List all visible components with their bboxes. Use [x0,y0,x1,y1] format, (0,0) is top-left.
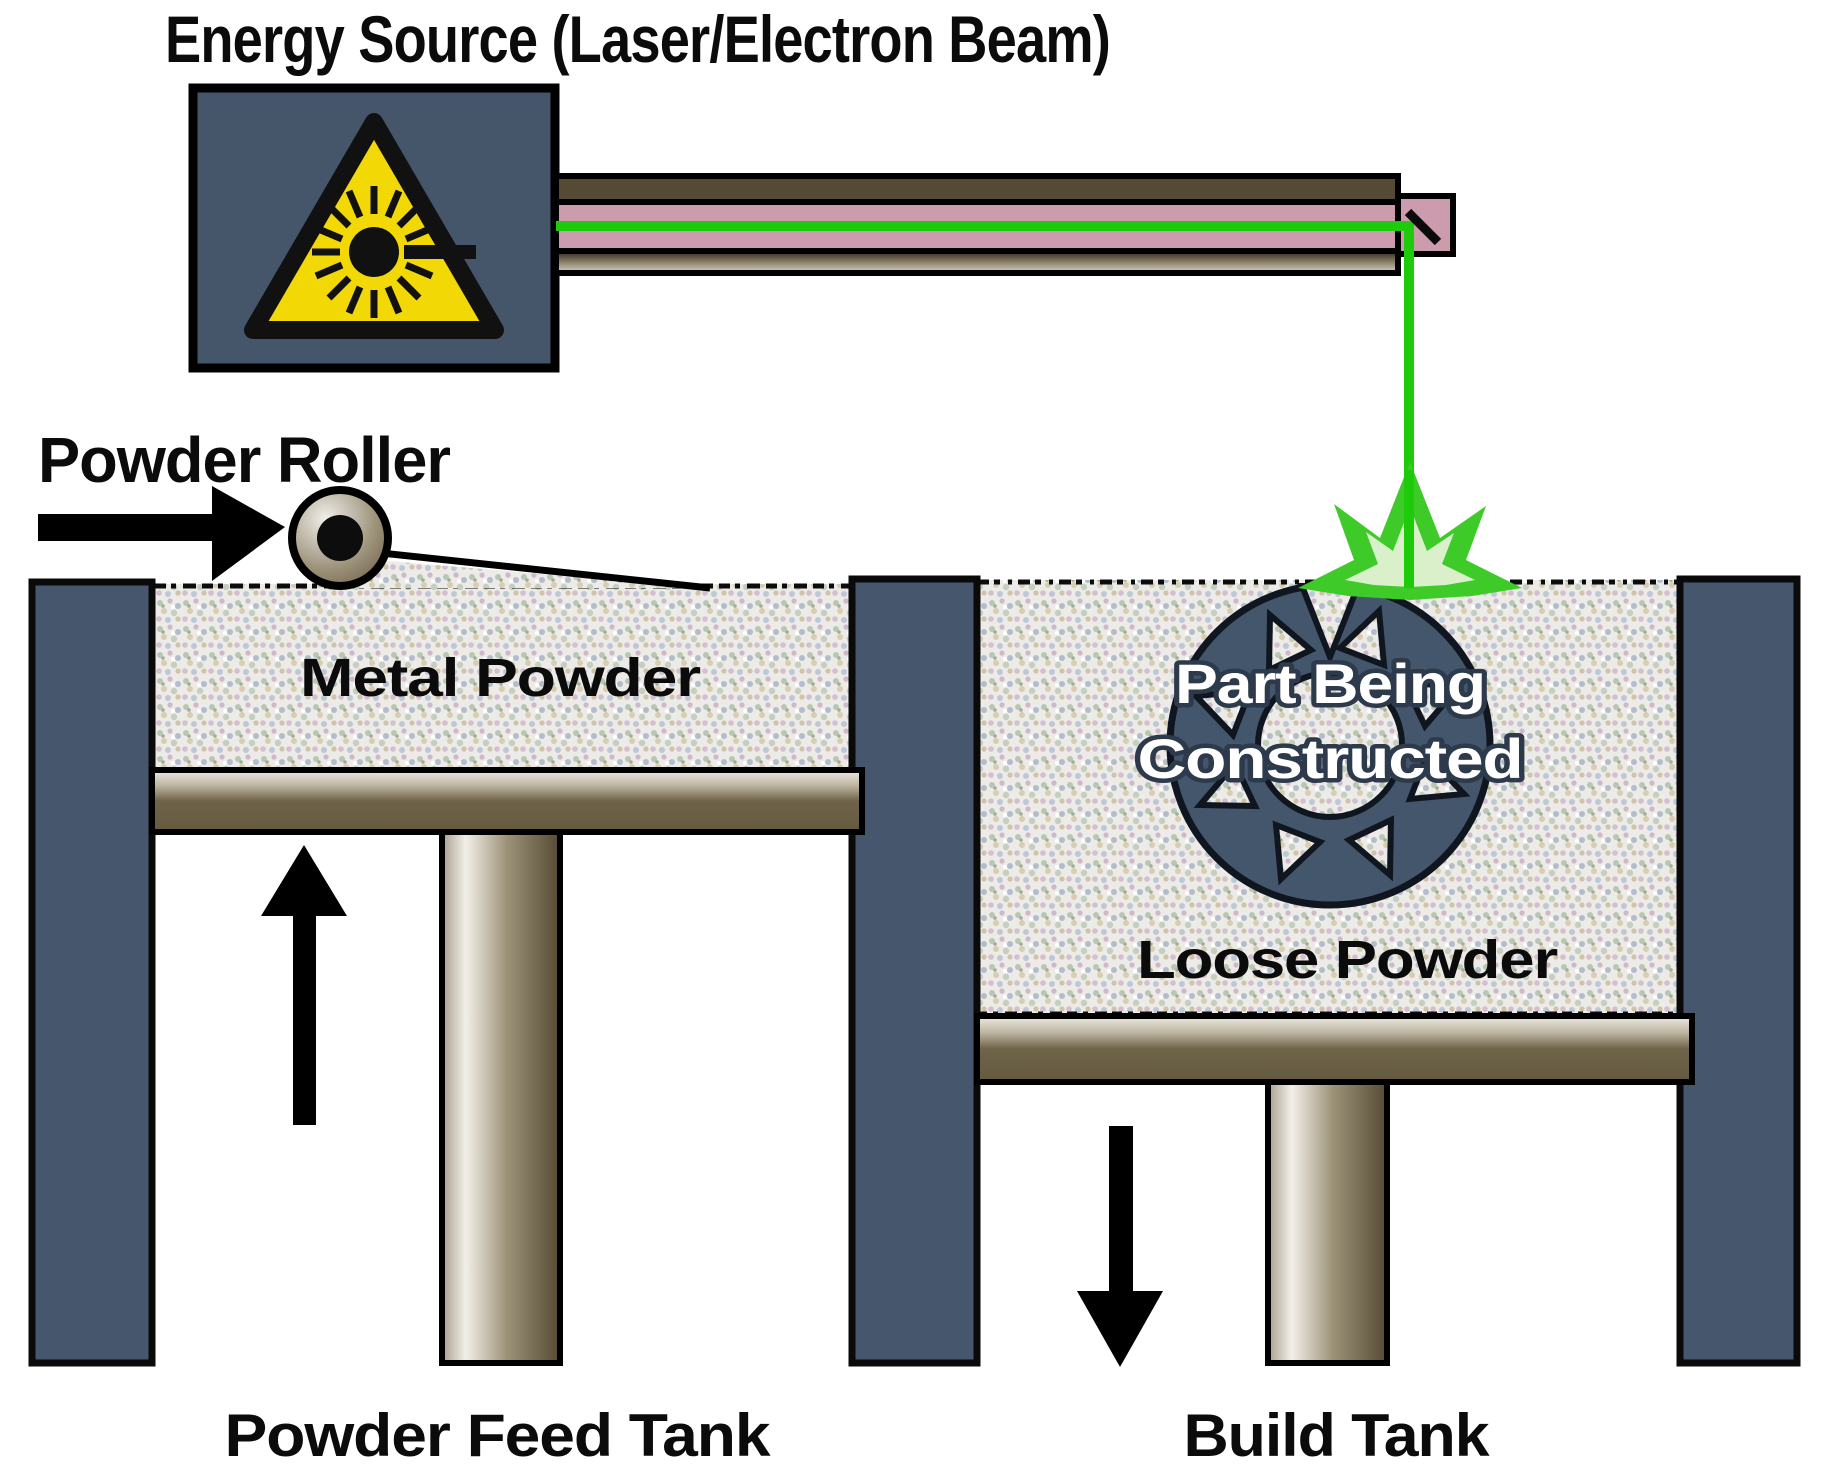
powder-roller-arrow [38,486,285,581]
part-gear-cutouts [1189,583,1471,886]
feed-tank-powder [155,584,854,772]
laser-beam-horizontal [556,221,1414,231]
powder-roller [288,486,392,590]
beam-rail-bottom [553,248,1401,276]
part-label-line1: Part Being [1175,652,1485,715]
feed-tank-platform [149,767,865,835]
metal-powder-label: Metal Powder [300,648,701,708]
powder-slope-line [371,548,711,592]
part-label-line2: Constructed [1138,727,1523,790]
piston-up-arrow [261,845,347,1125]
laser-warning-icon [244,113,504,339]
feed-tank-left-wall [28,578,156,1367]
loose-powder-label: Loose Powder [1137,930,1558,990]
center-wall [848,575,981,1367]
build-tank-label: Build Tank [1184,1402,1491,1466]
beam-rail-top [553,173,1401,206]
mirror-icon [1404,208,1442,246]
build-tank-platform [974,1013,1695,1085]
powder-feed-tank-label: Powder Feed Tank [225,1402,772,1466]
piston-down-arrow [1077,1126,1163,1367]
powder-roller-label: Powder Roller [38,424,450,496]
feed-tank-piston [439,829,563,1366]
title-label: Energy Source (Laser/Electron Beam) [165,2,1110,76]
part-label: Part Being Constructed [1133,648,1528,795]
laser-beam-vertical [1404,226,1414,516]
build-tank-piston [1265,1079,1390,1366]
build-tank-right-wall [1676,575,1801,1367]
laser-impact-burst-icon [1298,462,1522,600]
part-gear-center-hole [1255,670,1405,820]
